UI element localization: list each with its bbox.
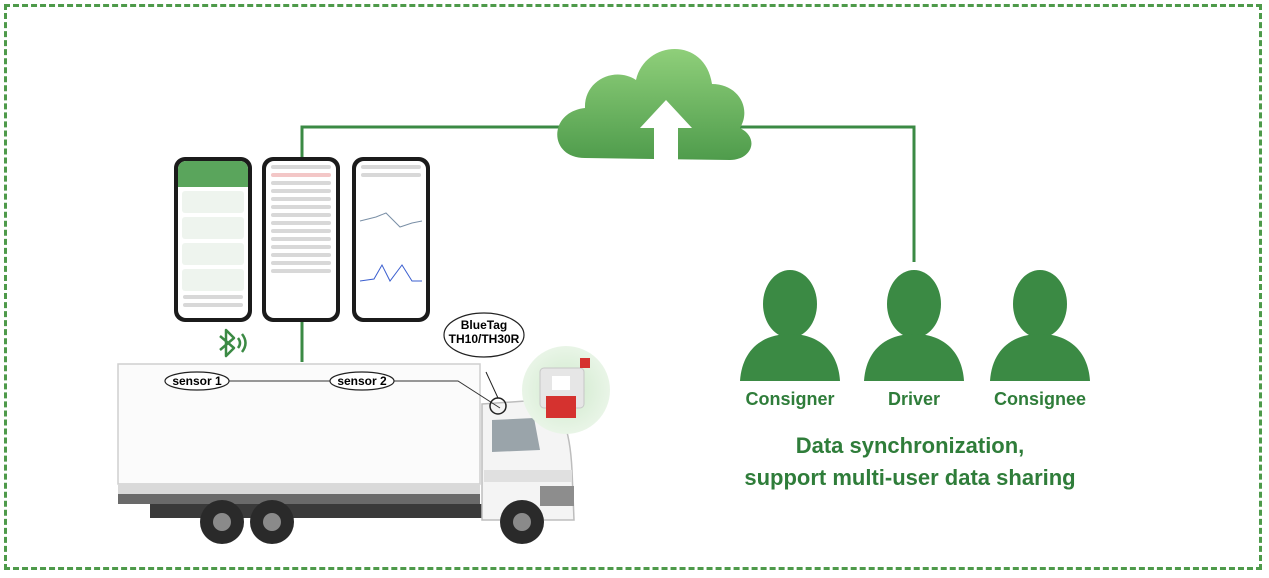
bluetooth-icon <box>219 328 247 358</box>
user-icon-driver <box>864 270 964 381</box>
device-label-line2: TH10/TH30R <box>448 332 520 346</box>
user-label-driver: Driver <box>887 389 941 409</box>
caption-line-1: Data synchronization, <box>795 433 1025 458</box>
device-label-line1: BlueTag <box>460 318 508 332</box>
caption-line-2: support multi-user data sharing <box>744 465 1076 490</box>
user-label-consignee: Consignee <box>993 389 1086 409</box>
sensor-2-label: sensor 2 <box>337 374 387 388</box>
user-icon-consigner <box>740 270 840 381</box>
phone-device-list <box>174 157 252 322</box>
alarm-device-icon <box>522 346 610 434</box>
phone-screen-device-list <box>178 161 248 318</box>
phone-chart-view <box>352 157 430 322</box>
sensor-1-label: sensor 1 <box>172 374 222 388</box>
truck-illustration <box>117 363 575 544</box>
phone-screen-chart-view <box>356 161 426 318</box>
device-label: BlueTag TH10/TH30R <box>446 318 522 346</box>
user-label-consigner: Consigner <box>745 389 835 409</box>
caption: Data synchronization, support multi-user… <box>690 430 1130 494</box>
phone-data-table <box>262 157 340 322</box>
sensor-markers <box>164 312 525 391</box>
user-icon-consignee <box>990 270 1090 381</box>
dashed-frame <box>4 4 1262 570</box>
phone-screen-data-table <box>266 161 336 318</box>
cloud-upload-icon <box>557 49 752 160</box>
